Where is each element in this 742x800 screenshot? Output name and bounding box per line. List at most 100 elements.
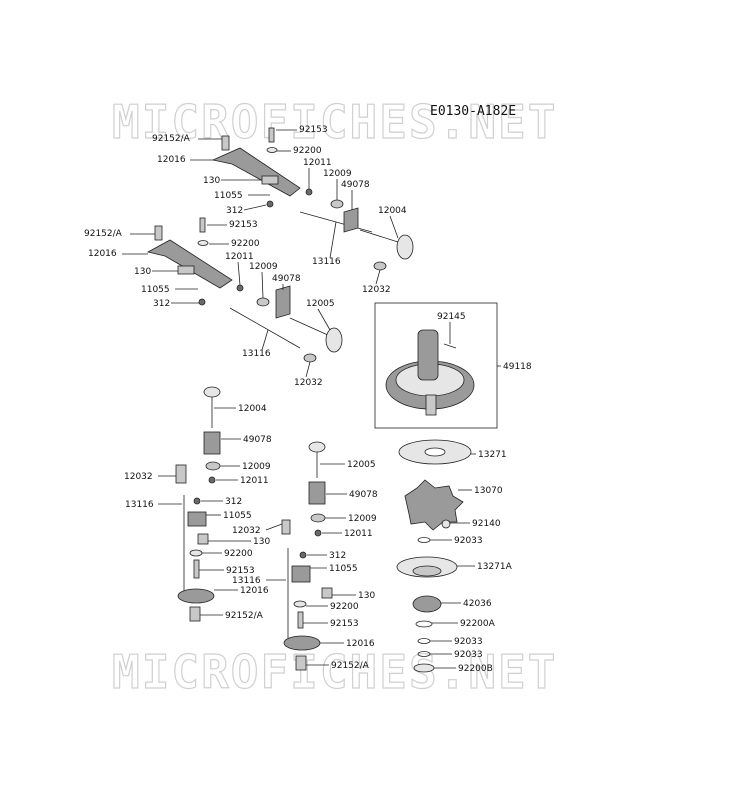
label-11055: 11055	[223, 511, 252, 521]
label-92153: 92153	[226, 566, 255, 576]
label-12016: 12016	[346, 639, 375, 649]
label-92033: 92033	[454, 536, 483, 546]
label-92153: 92153	[229, 220, 258, 230]
rocker-arm-part	[187, 511, 207, 527]
cap-part	[208, 476, 216, 484]
retainer-part	[310, 513, 326, 523]
adjust-screw-part	[261, 175, 279, 185]
rocker-arm-part	[146, 239, 233, 289]
washer-part	[189, 549, 203, 557]
watermark-top: MICROFICHES.NET	[112, 95, 557, 149]
label-312: 312	[329, 551, 346, 561]
washer-part	[197, 240, 209, 246]
labels-governor: 13271 13070 92140 92033 13271A 42036 922…	[430, 450, 513, 674]
label-92153: 92153	[330, 619, 359, 629]
rocker-arm-part	[291, 565, 311, 583]
ball-92140-part	[441, 519, 451, 529]
label-92152a: 92152/A	[225, 611, 264, 621]
label-12011: 12011	[344, 529, 373, 539]
label-12005: 12005	[347, 460, 376, 470]
lower-valve-group-d	[283, 441, 333, 671]
nut-part	[193, 497, 201, 505]
spring-pin-part	[443, 343, 457, 349]
ring-92033-part	[417, 537, 431, 543]
label-92145: 92145	[437, 312, 466, 322]
label-12016: 12016	[240, 586, 269, 596]
label-92200: 92200	[293, 146, 322, 156]
label-12004: 12004	[238, 404, 267, 414]
label-13116: 13116	[312, 257, 341, 267]
label-92200: 92200	[224, 549, 253, 559]
lower-valve-group-c	[175, 386, 221, 622]
tappet-part	[175, 464, 187, 484]
washer-92200b-part	[413, 663, 435, 673]
labels-group-a: 92153 92152/A 92200 12016 12011 130 1200…	[152, 125, 407, 295]
shaft-end-part	[425, 394, 437, 416]
flyweight-13070-part	[404, 479, 464, 531]
label-13271: 13271	[478, 450, 507, 460]
label-42036: 42036	[463, 599, 492, 609]
label-92152a: 92152/A	[84, 229, 123, 239]
label-92152a: 92152/A	[331, 661, 370, 671]
governor-group	[396, 439, 472, 673]
label-92033: 92033	[454, 637, 483, 647]
labels-group-c: 12004 49078 12009 12032 12011 13116 312 …	[124, 404, 291, 621]
adjust-screw-part	[321, 587, 333, 599]
valve-head-part	[203, 386, 221, 398]
label-12009: 12009	[249, 262, 278, 272]
tappet-part	[303, 353, 317, 363]
label-312: 312	[226, 206, 243, 216]
label-12011: 12011	[303, 158, 332, 168]
label-11055: 11055	[214, 191, 243, 201]
label-312: 312	[153, 299, 170, 309]
label-12009: 12009	[242, 462, 271, 472]
ring-92033b-part	[417, 638, 431, 644]
label-130: 130	[203, 176, 220, 186]
label-92200: 92200	[231, 239, 260, 249]
label-49078: 49078	[349, 490, 378, 500]
label-12032: 12032	[294, 378, 323, 388]
nut-part	[299, 551, 307, 559]
label-12011: 12011	[240, 476, 269, 486]
washer-92200a-part	[415, 620, 433, 628]
label-92140: 92140	[472, 519, 501, 529]
label-11055: 11055	[329, 564, 358, 574]
camshaft-box: 92145	[374, 302, 498, 429]
upper-valve-group-b	[146, 217, 343, 363]
labels-group-b: 92152/A 92153 12016 92200 12011 12009 13…	[84, 220, 335, 388]
label-12016: 12016	[157, 155, 186, 165]
valve-stem-part	[359, 229, 399, 243]
pivot-stud-part	[154, 225, 163, 241]
label-49118: 49118	[503, 362, 532, 372]
sleeve-42036-part	[412, 595, 442, 613]
washer-part	[293, 600, 307, 608]
label-92200b: 92200B	[458, 664, 493, 674]
cap-part	[236, 284, 244, 292]
retainer-part	[205, 461, 221, 471]
washer-part	[266, 147, 278, 153]
label-12016: 12016	[88, 249, 117, 259]
rocker-arm-part	[211, 147, 301, 197]
retainer-part	[330, 199, 344, 209]
cap-part	[305, 188, 313, 196]
camshaft-part	[417, 329, 439, 381]
watermark-bottom: MICROFICHES.NET	[112, 645, 557, 699]
label-13116: 13116	[242, 349, 271, 359]
tappet-part	[281, 519, 291, 535]
bolt-part	[199, 217, 206, 233]
label-12011: 12011	[225, 252, 254, 262]
label-49078: 49078	[272, 274, 301, 284]
tappet-part	[373, 261, 387, 271]
labels-group-d: 12005 49078 12009 12011 312 13116 11055 …	[232, 460, 378, 671]
pivot-stud-part	[189, 606, 201, 622]
label-12009: 12009	[323, 169, 352, 179]
label-92200a: 92200A	[460, 619, 496, 629]
cap-part	[314, 529, 322, 537]
bolt-part	[268, 127, 275, 143]
label-92153: 92153	[299, 125, 328, 135]
rocker-base-part	[177, 588, 215, 604]
nut-part	[198, 298, 206, 306]
label-49078: 49078	[341, 180, 370, 190]
